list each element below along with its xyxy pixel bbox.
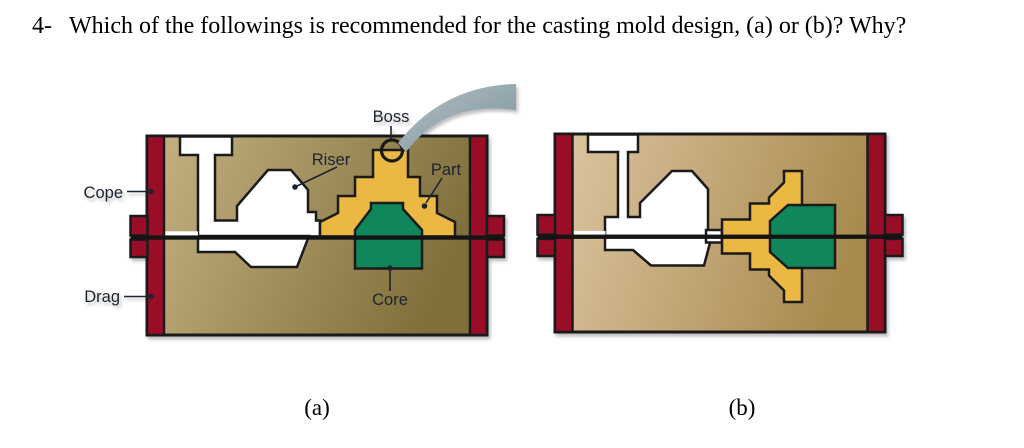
part-shape-a (318, 148, 457, 238)
part-leader-dot (421, 203, 428, 209)
drag-tab-left-a (129, 238, 149, 259)
drag-tab-right-b (883, 237, 904, 258)
cope-label: Cope (84, 184, 123, 202)
drag-tab-right-a (485, 238, 506, 259)
flask-wall-left-b (553, 132, 574, 334)
part-label: Part (431, 161, 462, 179)
flask-wall-right-b (866, 132, 887, 334)
cope-tab-right-b (883, 213, 904, 236)
drag-label: Drag (84, 288, 120, 306)
boss-circle (379, 138, 405, 163)
boss-callout-arrow (398, 84, 516, 152)
boss-label: Boss (373, 108, 410, 126)
question-line: 4- Which of the followings is recommended… (32, 13, 906, 40)
core-leader-dot (387, 265, 393, 271)
cope-leader-dot (148, 188, 154, 195)
sprue-runner-riser-cavity-b (586, 133, 710, 238)
drag-leader-dot (148, 293, 154, 300)
parting-gap-a (164, 231, 198, 236)
question-number: 4- (32, 13, 52, 39)
question-text: Which of the followings is recommended f… (69, 13, 907, 39)
caption-a: (a) (304, 395, 330, 420)
core-label: Core (372, 291, 408, 309)
parting-line-b (537, 234, 903, 239)
mold-a: Cope Drag Boss Riser Part Core (84, 84, 516, 337)
parting-line-a (130, 235, 505, 240)
riser-leader-line (296, 166, 338, 187)
part-leader-line (425, 177, 443, 204)
cope-tab-right-a (485, 214, 506, 237)
parting-gap-b (572, 230, 606, 236)
riser-label: Riser (312, 151, 351, 169)
caption-b: (b) (728, 395, 756, 420)
mold-b (536, 132, 904, 334)
cope-tab-left-a (129, 214, 149, 237)
riser-leader-dot (292, 184, 298, 190)
cope-tab-left-b (536, 213, 557, 236)
drag-tab-left-b (536, 237, 557, 258)
